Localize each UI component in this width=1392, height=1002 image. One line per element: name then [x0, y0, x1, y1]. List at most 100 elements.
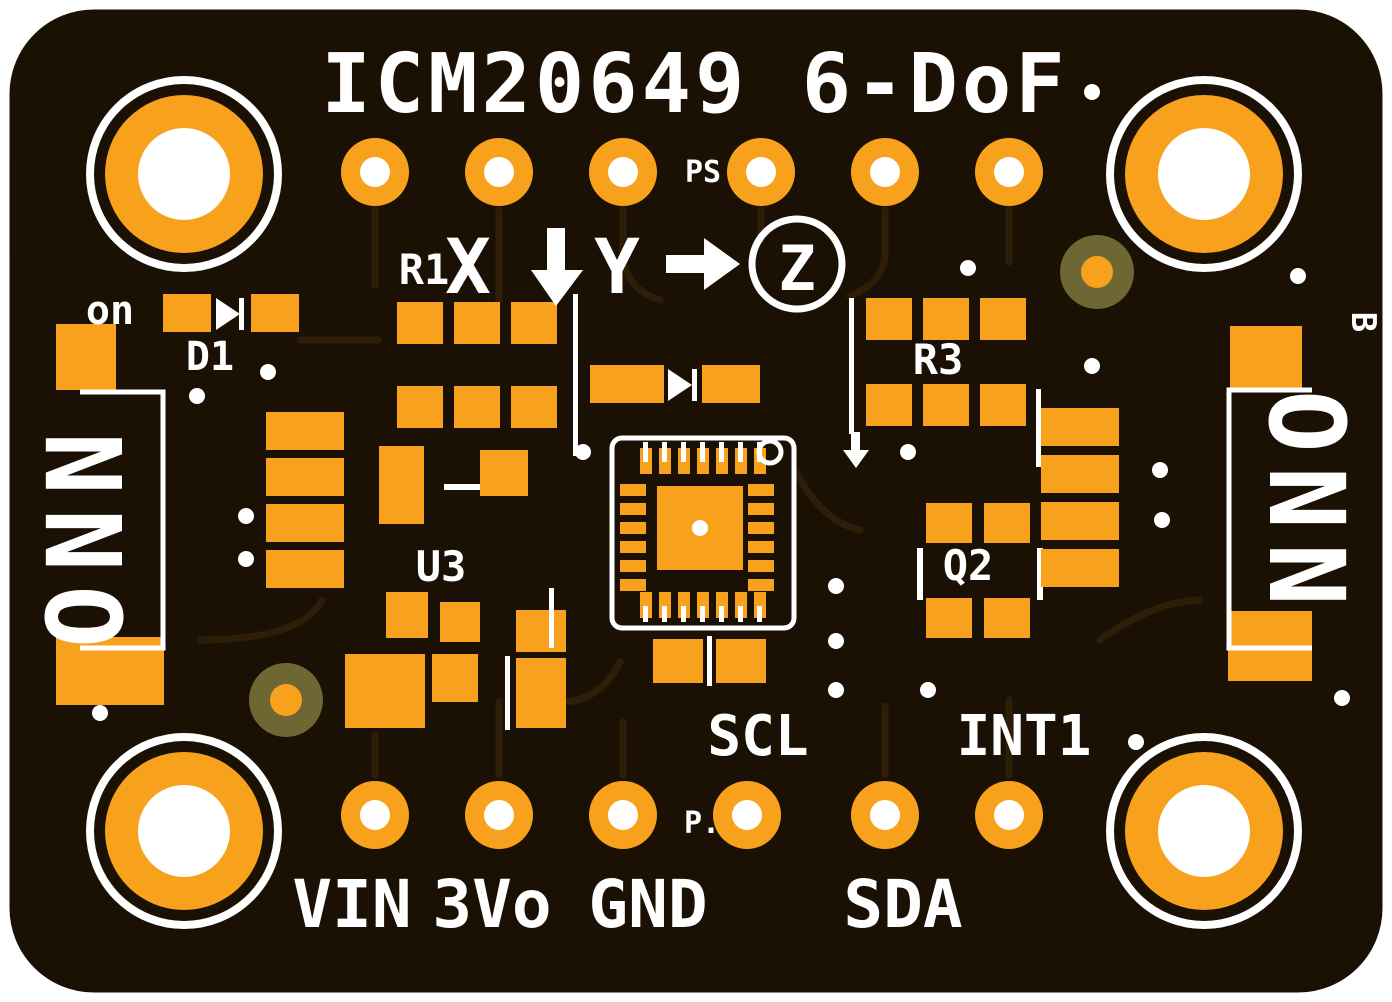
refdes-r3: R3	[913, 335, 964, 384]
copper-traces	[196, 206, 1204, 779]
diode-symbol-icon	[668, 369, 697, 401]
qfn-pad-left	[620, 522, 646, 534]
pad-hole	[360, 800, 390, 830]
silk-line-right-of-r1	[573, 294, 578, 456]
qfn-center-via	[692, 520, 708, 536]
via	[828, 682, 844, 698]
pad-hole	[484, 800, 514, 830]
qfn-pin-tick	[738, 442, 743, 462]
via	[1154, 512, 1170, 528]
refdes-r1: R1	[399, 245, 450, 294]
axis-x-label: X	[445, 222, 491, 311]
label-p: P.	[684, 806, 720, 841]
qfn-silk-outline	[609, 435, 797, 631]
fiducial-top-right	[1060, 235, 1134, 309]
axis-indicators: X Y Z	[445, 215, 869, 468]
via	[1084, 358, 1100, 374]
label-on: on	[86, 288, 134, 334]
silkscreen-text: ICM20649 6-DoF R1 R3 U3 Q2 D1 on PS P. B…	[25, 37, 1383, 943]
qfn-pad-right	[748, 503, 774, 515]
pad-hole	[994, 800, 1024, 830]
refdes-u3: U3	[416, 542, 467, 591]
axis-z-label: Z	[778, 232, 815, 305]
qfn-pin-tick	[643, 606, 648, 622]
pin-label-int1: INT1	[957, 704, 1092, 769]
regulator-u3-cluster	[345, 588, 566, 730]
via	[189, 388, 205, 404]
pin-label-scl: SCL	[707, 704, 808, 769]
qfn-pin-tick	[643, 442, 648, 462]
pad-hole	[746, 157, 776, 187]
pad-hole	[870, 157, 900, 187]
right-connector-outline	[1226, 387, 1312, 651]
pin-label-gnd: GND	[588, 866, 707, 943]
qfn-pin-tick	[662, 442, 667, 462]
qfn-pad-left	[620, 560, 646, 572]
left-connector-pads	[266, 412, 344, 588]
via	[260, 364, 276, 380]
left-connector-outline	[80, 389, 166, 651]
label-b: B	[1343, 312, 1383, 332]
qfn-pin-tick	[681, 606, 686, 622]
refdes-q2: Q2	[943, 541, 994, 590]
qfn-pad-right	[748, 579, 774, 591]
fiducial-bottom-left	[249, 663, 323, 737]
capacitor-pads-left-middle	[379, 446, 528, 524]
qfn-pin-tick	[662, 606, 667, 622]
capacitor-below-qfn	[653, 636, 766, 686]
axis-y-label: Y	[594, 222, 640, 311]
via	[238, 508, 254, 524]
via	[900, 444, 916, 460]
qfn-pad-right	[748, 560, 774, 572]
mounting-hole-bottom-left	[86, 733, 282, 929]
pad-hole	[870, 800, 900, 830]
qfn-pin-tick	[700, 442, 705, 462]
via	[238, 551, 254, 567]
pin-label-3vo: 3Vo	[432, 866, 551, 943]
pin-label-vin: VIN	[292, 866, 411, 943]
qfn-pin-pads	[620, 442, 774, 622]
via	[920, 682, 936, 698]
via	[1334, 690, 1350, 706]
qfn-pad-right	[748, 484, 774, 496]
pad-hole	[608, 800, 638, 830]
qfn-pad-left	[620, 484, 646, 496]
via	[1084, 84, 1100, 100]
left-connector-label: ONN	[25, 418, 147, 648]
vias	[92, 84, 1350, 750]
pin-label-sda: SDA	[843, 866, 962, 943]
label-ps: PS	[685, 155, 721, 190]
pad-hole	[360, 157, 390, 187]
pad-hole	[732, 800, 762, 830]
qfn-pad-left	[620, 579, 646, 591]
z-axis-icon: Z	[748, 215, 846, 313]
pad-hole	[484, 157, 514, 187]
mounting-hole-top-left	[86, 76, 282, 272]
qfn-pad-left	[620, 541, 646, 553]
diode-symbol-icon	[216, 298, 244, 330]
diode-center	[590, 365, 760, 403]
qfn-pad-right	[748, 541, 774, 553]
arrow-down-icon	[531, 228, 583, 306]
qfn-pin-tick	[700, 606, 705, 622]
pin1-marker-icon	[756, 438, 784, 466]
via	[828, 578, 844, 594]
pad-hole	[608, 157, 638, 187]
via	[960, 260, 976, 276]
mounting-holes	[86, 76, 1302, 929]
top-header-pad-row	[341, 138, 1043, 206]
small-down-arrow-icon	[843, 432, 869, 468]
qfn-pad-left	[620, 503, 646, 515]
mounting-hole-top-right	[1106, 76, 1302, 272]
via	[1290, 268, 1306, 284]
arrow-right-icon	[666, 238, 740, 290]
qfn-pin-tick	[757, 606, 762, 622]
via	[92, 705, 108, 721]
qfn-pin-tick	[738, 606, 743, 622]
resistor-network-r1	[397, 302, 557, 428]
diode-d1	[163, 294, 299, 332]
silk-line-right-mid	[1036, 389, 1041, 467]
right-connector-pads	[1041, 408, 1119, 587]
board-title: ICM20649 6-DoF	[321, 37, 1068, 132]
